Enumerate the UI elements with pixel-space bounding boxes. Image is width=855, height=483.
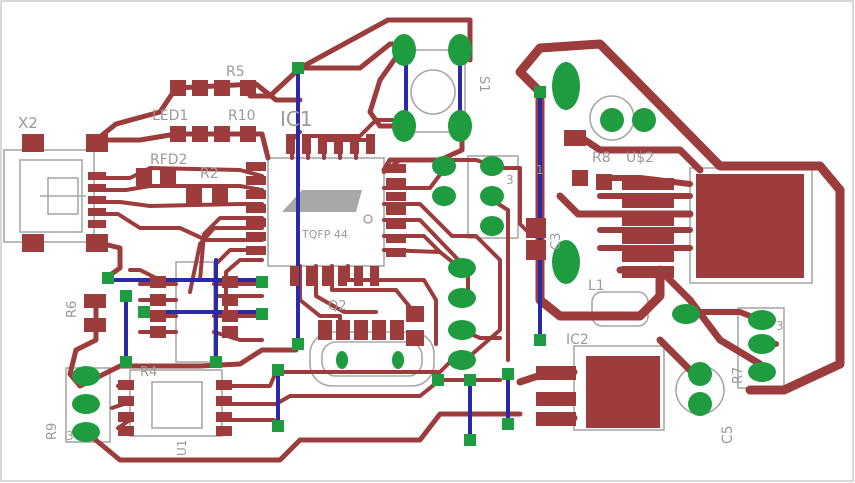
label-ic2: IC2 xyxy=(566,332,589,348)
label-s1: S1 xyxy=(476,76,491,93)
label-r6: R6 xyxy=(65,301,80,318)
label-us2: U$2 xyxy=(626,150,654,166)
label-ic1: IC1 xyxy=(280,107,313,131)
label-q2: Q2 xyxy=(328,299,347,314)
label-r5: R5 xyxy=(226,64,245,80)
label-c5: C5 xyxy=(720,425,736,444)
component-labels: X2 R5 LED1 R10 IC1 RFD2 R2 TQFP 44 R6 R9… xyxy=(18,64,784,456)
through-hole-pads xyxy=(72,34,776,442)
label-r7: R7 xyxy=(731,367,746,384)
label-pin-1: 1 xyxy=(536,163,544,177)
label-r4: R4 xyxy=(140,365,157,380)
label-pin-3b: 3 xyxy=(66,429,74,443)
label-x2: X2 xyxy=(18,114,38,132)
label-chip-text: TQFP 44 xyxy=(301,228,348,241)
label-r10: R10 xyxy=(228,108,256,124)
label-rfd2: RFD2 xyxy=(150,152,187,168)
label-l1: L1 xyxy=(588,278,605,294)
label-r9: R9 xyxy=(45,423,60,440)
smd-pads xyxy=(22,80,804,436)
vias xyxy=(102,62,546,446)
label-led1: LED1 xyxy=(152,108,188,124)
label-c3: C3 xyxy=(549,233,564,250)
label-r8: R8 xyxy=(592,150,611,166)
label-pin-3c: 3 xyxy=(776,319,784,333)
label-pin-3: 3 xyxy=(506,173,514,187)
label-r2: R2 xyxy=(200,166,219,182)
label-u1: U1 xyxy=(175,440,189,456)
